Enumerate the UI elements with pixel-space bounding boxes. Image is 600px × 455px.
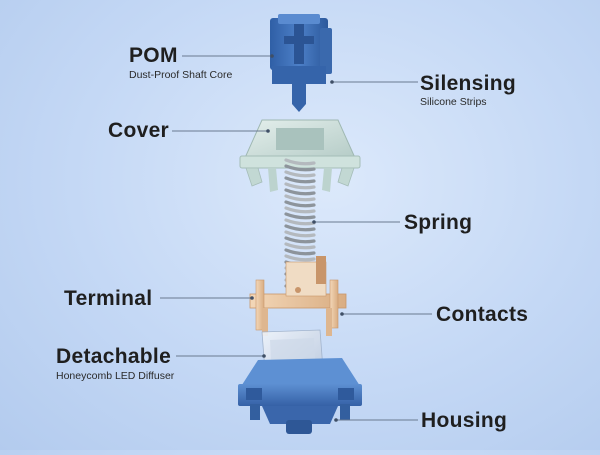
label-cover-title: Cover: [108, 119, 170, 142]
label-pom-title: POM: [129, 44, 178, 67]
spring-coil: [284, 218, 316, 226]
spring-coil: [284, 206, 316, 214]
label-spring-title: Spring: [404, 211, 473, 234]
silicone-strip: [320, 28, 332, 74]
leader-lines: [160, 54, 432, 422]
spring-coil: [284, 248, 316, 256]
stem-part: [270, 14, 332, 112]
spring-coil: [284, 182, 316, 190]
spring-coil: [284, 170, 316, 178]
label-pom-subtitle: Dust-Proof Shaft Core: [129, 69, 233, 81]
label-silensing-title: Silensing: [420, 72, 517, 95]
spring-coil: [284, 242, 316, 250]
spring-coil: [284, 224, 316, 232]
label-detachable-title: Detachable: [56, 345, 172, 368]
contact-plate: [249, 256, 347, 336]
spring-coil: [284, 200, 316, 208]
spring-coil: [284, 230, 316, 238]
label-housing-title: Housing: [421, 409, 508, 432]
spring-coil: [284, 236, 316, 244]
spring-coil: [284, 194, 316, 202]
cover-part: [239, 119, 361, 192]
spring-coil: [284, 212, 316, 220]
housing-part: [238, 358, 362, 434]
label-contacts-title: Contacts: [436, 303, 529, 326]
spring-coil: [284, 176, 316, 184]
label-silensing-subtitle: Silicone Strips: [420, 96, 487, 108]
spring-coil: [284, 254, 316, 262]
spring-coil: [284, 164, 316, 172]
spring-coil: [284, 188, 316, 196]
spring-coil: [284, 158, 316, 166]
label-terminal-title: Terminal: [64, 287, 153, 310]
label-detachable-subtitle: Honeycomb LED Diffuser: [56, 370, 175, 382]
